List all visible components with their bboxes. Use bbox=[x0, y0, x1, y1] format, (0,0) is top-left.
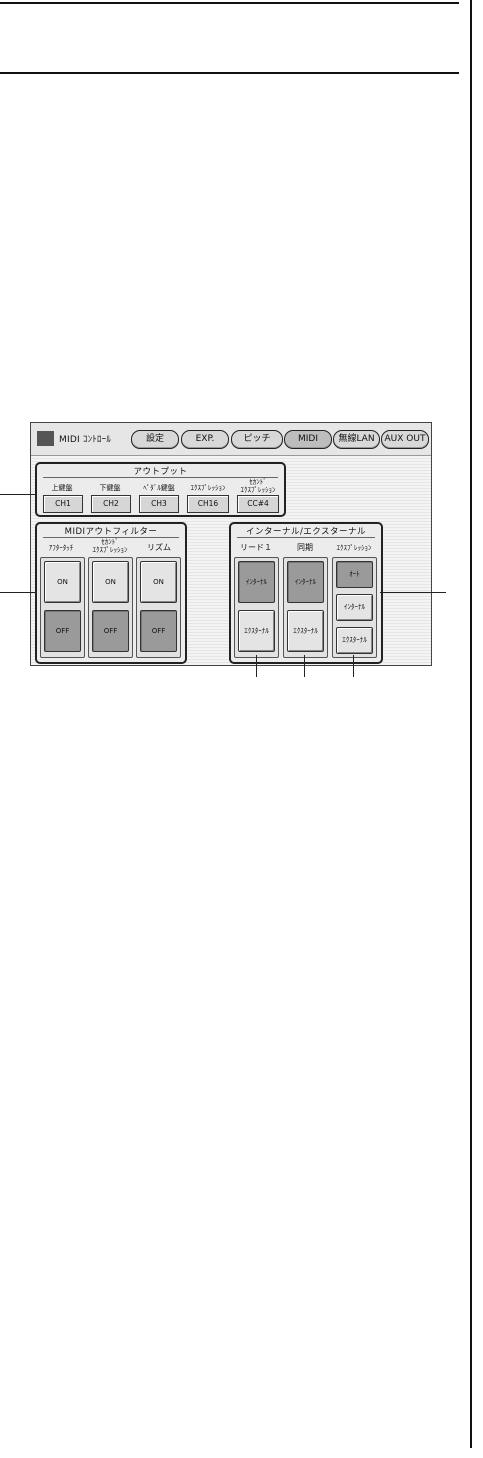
expression-internal-button[interactable]: ｲﾝﾀｰﾅﾙ bbox=[336, 594, 373, 621]
output-label-expression: ｴｸｽﾌﾟﾚｯｼｮﾝ bbox=[190, 484, 226, 492]
top-rule bbox=[0, 2, 459, 4]
screen-content: アウトプット 上鍵盤 下鍵盤 ﾍﾟﾀﾞﾙ鍵盤 ｴｸｽﾌﾟﾚｯｼｮﾝ ｾｶﾝﾄﾞ … bbox=[31, 456, 431, 665]
screen-icon bbox=[37, 431, 54, 446]
header-rule bbox=[0, 72, 459, 74]
output-panel: アウトプット 上鍵盤 下鍵盤 ﾍﾟﾀﾞﾙ鍵盤 ｴｸｽﾌﾟﾚｯｼｮﾝ ｾｶﾝﾄﾞ … bbox=[35, 462, 286, 517]
output-label-second-expression: ｾｶﾝﾄﾞ ｴｸｽﾌﾟﾚｯｼｮﾝ bbox=[240, 478, 276, 494]
divider bbox=[237, 537, 375, 538]
internal-panel-title: インターナル/エクスターナル bbox=[245, 527, 367, 537]
internal-external-panel: インターナル/エクスターナル リード１ 同期 ｴｸｽﾌﾟﾚｯｼｮﾝ ｲﾝﾀｰﾅﾙ… bbox=[229, 522, 383, 664]
output-label-upper: 上鍵盤 bbox=[51, 484, 73, 492]
internal-label-expression: ｴｸｽﾌﾟﾚｯｼｮﾝ bbox=[336, 544, 372, 552]
output-lower-channel-button[interactable]: CH2 bbox=[91, 495, 131, 513]
rhythm-on-button[interactable]: ON bbox=[140, 561, 177, 603]
tab-midi[interactable]: MIDI bbox=[284, 430, 332, 449]
tab-aux-out[interactable]: AUX OUT bbox=[381, 430, 429, 449]
callout-line-expression bbox=[380, 592, 446, 593]
second-expression-off-button[interactable]: OFF bbox=[92, 610, 129, 652]
tab-settings[interactable]: 設定 bbox=[131, 430, 179, 449]
expression-external-button[interactable]: ｴｸｽﾀｰﾅﾙ bbox=[336, 627, 373, 654]
tab-exp[interactable]: EXP. bbox=[181, 430, 229, 449]
internal-label-sync: 同期 bbox=[297, 543, 313, 552]
callout-line-expression-bottom bbox=[353, 655, 354, 677]
divider bbox=[43, 477, 278, 478]
filter-panel-title: MIDIアウトフィルター bbox=[64, 527, 158, 537]
output-label-lower: 下鍵盤 bbox=[99, 484, 121, 492]
internal-label-lead1: リード１ bbox=[240, 543, 272, 552]
screen-title: MIDI ｺﾝﾄﾛｰﾙ bbox=[59, 435, 112, 445]
callout-line-output bbox=[0, 494, 35, 495]
screen-top-bar: MIDI ｺﾝﾄﾛｰﾙ 設定 EXP. ピッチ MIDI 無線LAN AUX O… bbox=[31, 423, 431, 456]
aftertouch-off-button[interactable]: OFF bbox=[44, 610, 81, 652]
output-pedal-channel-button[interactable]: CH3 bbox=[139, 495, 179, 513]
divider bbox=[43, 537, 179, 538]
rhythm-off-button[interactable]: OFF bbox=[140, 610, 177, 652]
filter-label-aftertouch: ｱﾌﾀｰﾀｯﾁ bbox=[48, 544, 74, 552]
output-upper-channel-button[interactable]: CH1 bbox=[43, 495, 83, 513]
callout-line-filter bbox=[0, 592, 35, 593]
expression-auto-button[interactable]: ｵｰﾄ bbox=[336, 561, 373, 588]
second-expression-on-button[interactable]: ON bbox=[92, 561, 129, 603]
output-label-pedal: ﾍﾟﾀﾞﾙ鍵盤 bbox=[143, 484, 175, 492]
lead1-internal-button[interactable]: ｲﾝﾀｰﾅﾙ bbox=[238, 561, 275, 603]
filter-label-rhythm: リズム bbox=[147, 543, 171, 552]
output-panel-title: アウトプット bbox=[133, 467, 188, 477]
midi-control-screen: MIDI ｺﾝﾄﾛｰﾙ 設定 EXP. ピッチ MIDI 無線LAN AUX O… bbox=[30, 422, 432, 666]
midi-out-filter-panel: MIDIアウトフィルター ｱﾌﾀｰﾀｯﾁ ｾｶﾝﾄﾞ ｴｸｽﾌﾟﾚｯｼｮﾝ リズ… bbox=[35, 522, 187, 664]
lead1-external-button[interactable]: ｴｸｽﾀｰﾅﾙ bbox=[238, 610, 275, 652]
output-expression-channel-button[interactable]: CH16 bbox=[187, 495, 229, 513]
callout-line-lead1 bbox=[256, 655, 257, 677]
right-margin-rule bbox=[470, 0, 472, 1448]
callout-line-sync bbox=[304, 655, 305, 677]
filter-label-second-expression: ｾｶﾝﾄﾞ ｴｸｽﾌﾟﾚｯｼｮﾝ bbox=[92, 538, 128, 554]
aftertouch-on-button[interactable]: ON bbox=[44, 561, 81, 603]
output-second-expression-button[interactable]: CC#4 bbox=[237, 495, 279, 513]
tab-wireless-lan[interactable]: 無線LAN bbox=[333, 430, 380, 449]
sync-internal-button[interactable]: ｲﾝﾀｰﾅﾙ bbox=[287, 561, 324, 603]
tab-pitch[interactable]: ピッチ bbox=[231, 430, 283, 449]
sync-external-button[interactable]: ｴｸｽﾀｰﾅﾙ bbox=[287, 610, 324, 652]
